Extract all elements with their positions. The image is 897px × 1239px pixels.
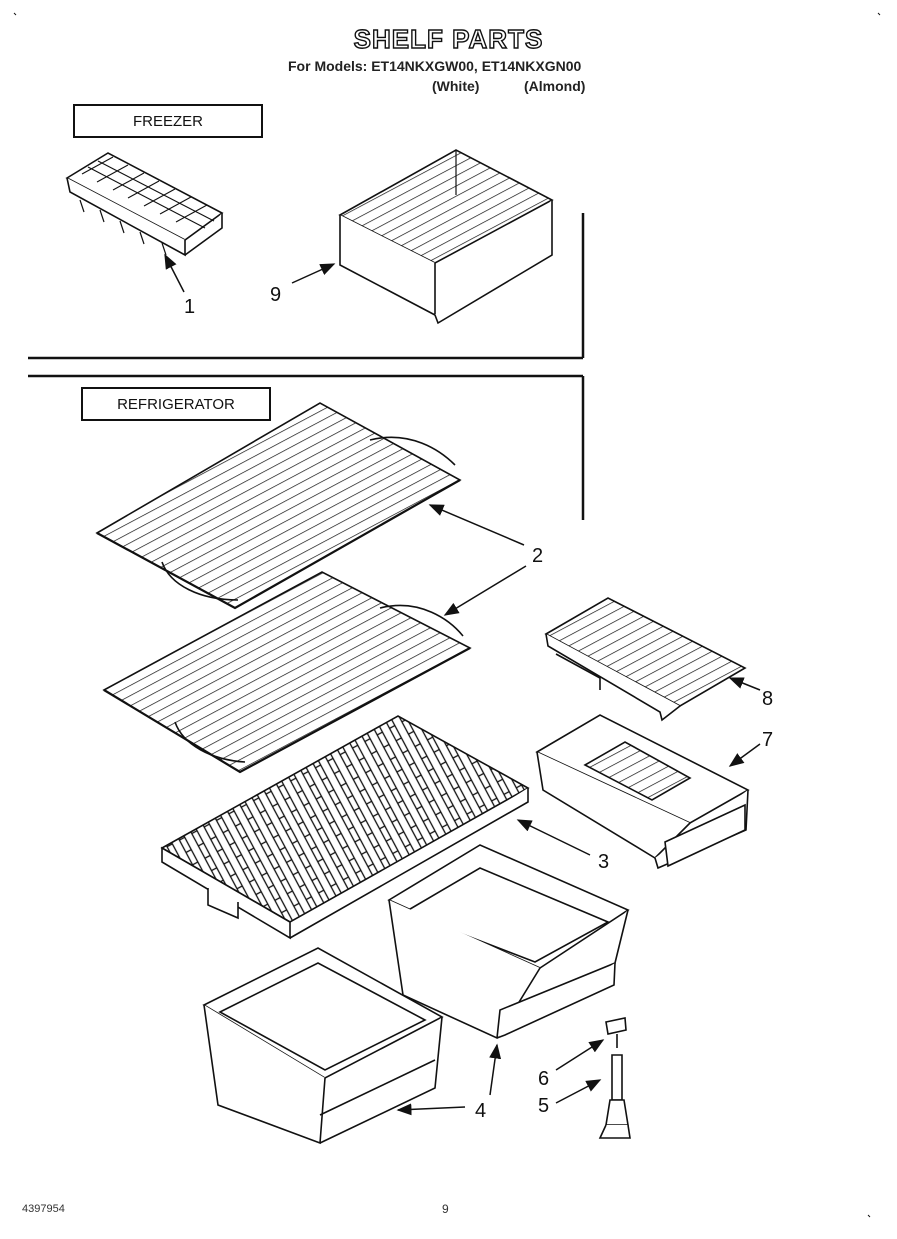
models-line: For Models: ET14NKXGW00, ET14NKXGN00: [288, 58, 582, 74]
wire-shelf-lower: [102, 571, 472, 774]
callout-1: 1: [184, 296, 195, 318]
callout-9: 9: [270, 284, 281, 306]
corner-marks: [13, 12, 881, 1218]
freezer-shelf-part: [338, 149, 554, 325]
leveling-leg-part: [598, 1054, 631, 1139]
ice-tray-part: [65, 152, 224, 257]
crisper-drawer-right: [387, 844, 630, 1040]
section-dividers: [28, 213, 585, 520]
callout-2: 2: [532, 545, 543, 567]
callout-leaders: [164, 253, 761, 1116]
callout-8: 8: [762, 688, 773, 710]
wire-shelf-upper: [95, 402, 462, 610]
freezer-section-label: FREEZER: [73, 104, 263, 138]
callout-7: 7: [762, 729, 773, 751]
refrigerator-section-label: REFRIGERATOR: [81, 387, 271, 421]
callout-5: 5: [538, 1095, 549, 1117]
crisper-cover-part: [160, 715, 530, 940]
callout-6: 6: [538, 1068, 549, 1090]
callout-4: 4: [475, 1100, 486, 1122]
crisper-drawer-left: [202, 947, 444, 1145]
page-number: 9: [442, 1202, 449, 1216]
small-shelf-part: [544, 597, 747, 722]
variant-white: (White): [432, 78, 480, 94]
callout-3: 3: [598, 851, 609, 873]
document-code: 4397954: [22, 1203, 65, 1215]
page-title: SHELF PARTS: [353, 23, 544, 54]
variant-almond: (Almond): [524, 78, 586, 94]
meat-drawer-part: [535, 714, 750, 870]
leg-cap-part: [605, 1017, 627, 1048]
